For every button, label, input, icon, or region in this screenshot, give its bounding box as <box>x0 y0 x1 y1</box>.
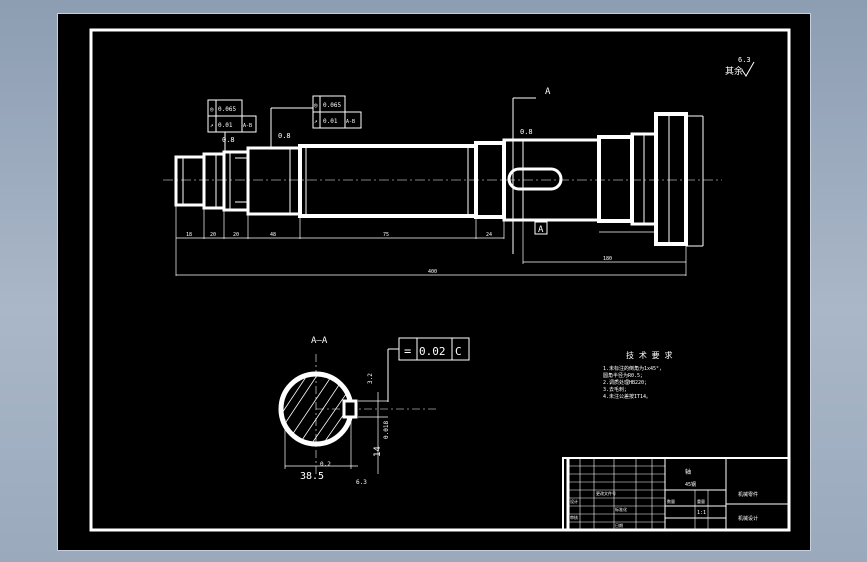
tolerance-frame-left <box>207 99 257 152</box>
tol-left-val1: 0.065 <box>218 106 236 113</box>
dim-seg1: 18 <box>186 232 192 238</box>
title-quantity: 数量 <box>667 498 675 504</box>
dim-seg6: 24 <box>486 232 492 238</box>
roughness-note-value: 6.3 <box>738 56 751 64</box>
title-drawing-no: 机械零件 <box>738 491 758 498</box>
tech-item-3: 2.调质处理HB220； <box>603 379 649 386</box>
section-view <box>278 354 438 474</box>
title-material: 45钢 <box>685 481 696 488</box>
title-scale: 1:1 <box>697 510 706 516</box>
roughness-key: 0.8 <box>520 128 533 136</box>
section-roughness: 6.3 <box>356 479 367 486</box>
title-part-name: 轴 <box>685 468 691 476</box>
tol-left-datum: A-B <box>243 123 252 129</box>
shaft-drawing: 其余 6.3 <box>89 28 791 532</box>
dim-right: 180 <box>603 256 612 262</box>
tol-mid-sym2: ↗ <box>314 118 318 125</box>
tol-left-val2: 0.01 <box>218 122 233 129</box>
tech-item-1: 1.未标注的倒角为1x45°， <box>603 365 664 372</box>
section-title: A—A <box>311 336 328 346</box>
dim-seg3: 20 <box>233 232 239 238</box>
title-weight: 重量 <box>697 498 705 504</box>
tol-left-sym2: ↗ <box>210 122 214 129</box>
title-block <box>562 457 790 531</box>
title-checker: 审核 <box>570 514 578 520</box>
title-date: 日期 <box>615 522 623 528</box>
tol-sec-datum: C <box>455 345 462 358</box>
tol-mid-datum: A-B <box>346 119 355 125</box>
section-roughness2: 3.2 <box>367 373 374 384</box>
title-revision: 更改文件号 <box>596 490 616 496</box>
drawing-sheet: 其余 6.3 <box>57 13 811 551</box>
dim-total: 400 <box>428 269 437 275</box>
tech-item-4: 3.去毛刺； <box>603 386 629 393</box>
section-mark-lower: A <box>538 225 544 235</box>
tol-mid-val2: 0.01 <box>323 118 338 125</box>
dim-seg2: 20 <box>210 232 216 238</box>
tech-title: 技 术 要 求 <box>626 350 672 360</box>
shaft-main-view <box>163 112 722 276</box>
section-diameter: 38.5 <box>300 471 324 482</box>
tol-sec-value: 0.02 <box>419 345 446 358</box>
tolerance-frame-section <box>387 337 470 402</box>
section-width: 14 <box>373 446 383 457</box>
title-designer: 设计 <box>570 498 578 504</box>
roughness-mid: 0.8 <box>278 132 291 140</box>
tol-mid-sym1: ◎ <box>314 102 318 109</box>
roughness-left: 0.8 <box>222 136 235 144</box>
section-mark: A <box>545 87 551 97</box>
dim-seg4: 48 <box>270 232 276 238</box>
inner-frame <box>89 28 791 532</box>
title-standard: 标准化 <box>615 506 627 512</box>
tech-item-5: 4.未注公差按IT14。 <box>603 393 651 400</box>
section-diameter-tol: 0.2 <box>320 461 331 468</box>
section-width-tol: 0.018 <box>383 421 390 439</box>
tol-mid-val1: 0.065 <box>323 102 341 109</box>
dim-seg5: 75 <box>383 232 389 238</box>
tech-item-2: 圆角半径为R0.5； <box>603 372 645 379</box>
roughness-note: 其余 <box>725 65 743 77</box>
roughness-symbol-icon <box>741 61 755 77</box>
title-school: 机械设计 <box>738 515 758 522</box>
tol-sec-symbol: = <box>404 344 411 358</box>
tol-left-sym1: ◎ <box>210 106 214 113</box>
tolerance-frame-mid <box>270 95 362 148</box>
